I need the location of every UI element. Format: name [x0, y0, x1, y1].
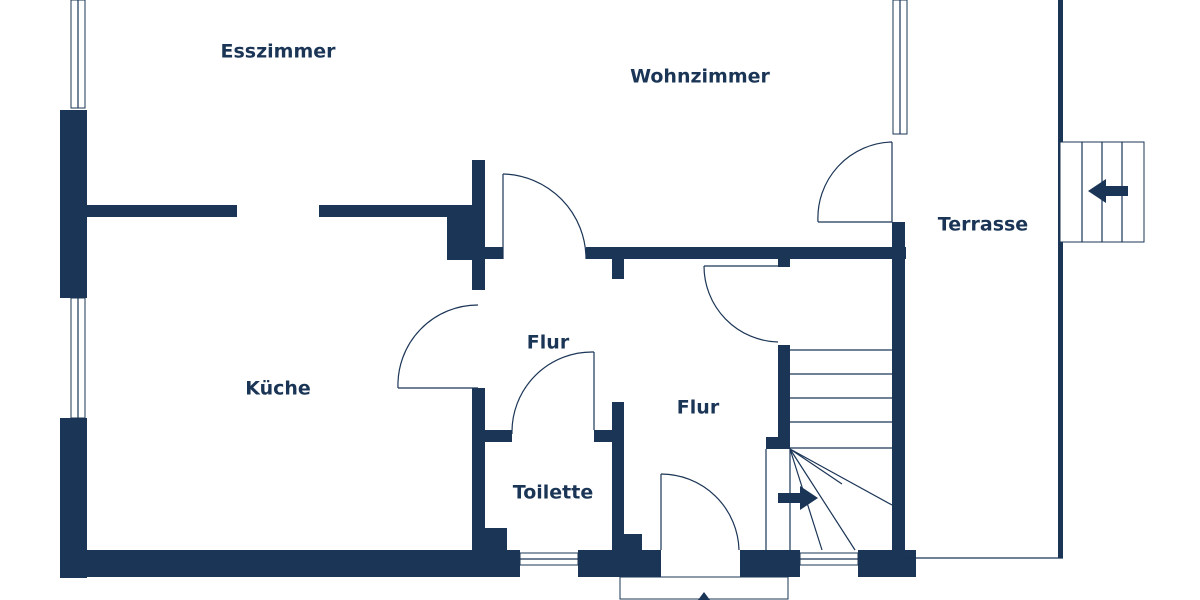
room-label-terrasse: Terrasse [937, 213, 1029, 236]
arrow-left-icon [1088, 179, 1128, 203]
kitchen-right-wall-lower [472, 388, 485, 550]
door-entrance [660, 473, 740, 551]
toilet-right-wall [612, 402, 624, 550]
stair-wall-stub [778, 259, 790, 267]
arrow-right-icon [778, 486, 818, 510]
left-exterior-wall [60, 110, 87, 578]
room-label-toilette: Toilette [512, 481, 594, 504]
window-bottom-stairs [799, 552, 859, 566]
room-label-wohnzimmer: Wohnzimmer [630, 65, 770, 88]
living-hall-wall [586, 247, 906, 259]
kitchen-bottom-corner [472, 528, 507, 550]
triangle-up-icon [698, 592, 710, 600]
room-label-kueche: Küche [245, 377, 311, 400]
entrance-left-block [624, 534, 642, 550]
window-left-upper [70, 0, 86, 109]
stair-left-wall [778, 345, 790, 437]
hall-wall-stub [472, 160, 485, 210]
stair-right-wall [892, 222, 905, 550]
room-label-flur-upper: Flur [526, 331, 570, 354]
staircase [765, 349, 893, 551]
window-living-east [892, 0, 908, 135]
window-bottom-toilet [519, 552, 579, 566]
door-kitchen [397, 304, 479, 389]
door-stairs [703, 265, 779, 343]
door-toilet [511, 351, 595, 435]
door-living-hall [502, 173, 587, 260]
hall-wall-stub-small [485, 247, 503, 259]
dining-kitchen-wall [87, 205, 447, 217]
hall-pillar [447, 205, 485, 260]
terrace-right-wall [1058, 0, 1063, 558]
stair-left-block [766, 437, 790, 449]
room-label-flur-lower: Flur [676, 396, 720, 419]
door-terrace [817, 141, 893, 223]
bottom-exterior-wall [60, 550, 916, 577]
toilet-top-wall-left [485, 430, 512, 442]
window-left-lower [70, 297, 86, 419]
room-label-esszimmer: Esszimmer [220, 40, 336, 63]
living-hall-stub [612, 259, 624, 279]
kitchen-right-wall-upper [472, 260, 485, 290]
